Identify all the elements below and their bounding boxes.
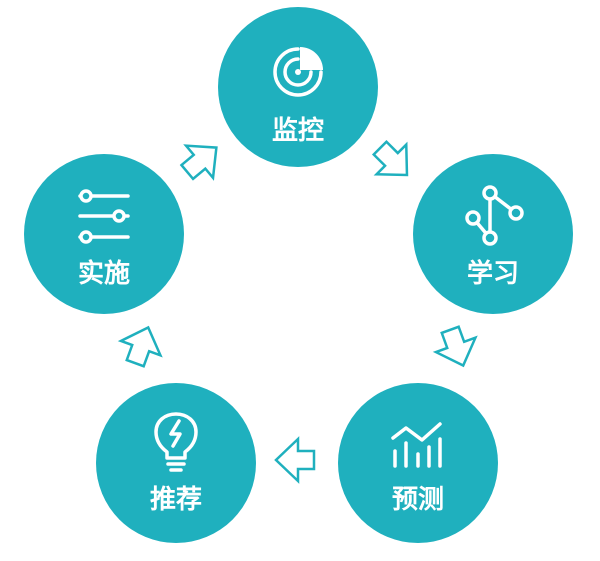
node-implement: 实施	[24, 154, 184, 314]
node-label-recommend: 推荐	[150, 485, 202, 515]
node-learn: 学习	[413, 154, 573, 314]
flow-arrow-monitor-to-learn	[364, 132, 424, 192]
node-label-monitor: 监控	[272, 116, 324, 146]
node-circle	[218, 7, 378, 167]
lightbulb-icon	[154, 412, 198, 472]
node-label-predict: 预测	[392, 485, 444, 515]
flow-arrow-implement-to-monitor	[172, 130, 232, 190]
node-circle	[24, 154, 184, 314]
bar-chart-trend-icon	[391, 422, 442, 468]
node-label-learn: 学习	[467, 258, 519, 289]
sliders-icon	[78, 189, 130, 244]
flow-arrow-recommend-to-implement	[114, 319, 170, 372]
flow-arrow-predict-to-recommend	[274, 437, 316, 483]
node-label-implement: 实施	[78, 258, 130, 289]
node-monitor: 监控	[218, 7, 378, 167]
network-nodes-icon	[465, 185, 524, 246]
node-predict: 预测	[338, 383, 498, 543]
flow-arrow-learn-to-predict	[429, 321, 485, 374]
node-recommend: 推荐	[96, 383, 256, 543]
radar-icon	[273, 47, 323, 97]
